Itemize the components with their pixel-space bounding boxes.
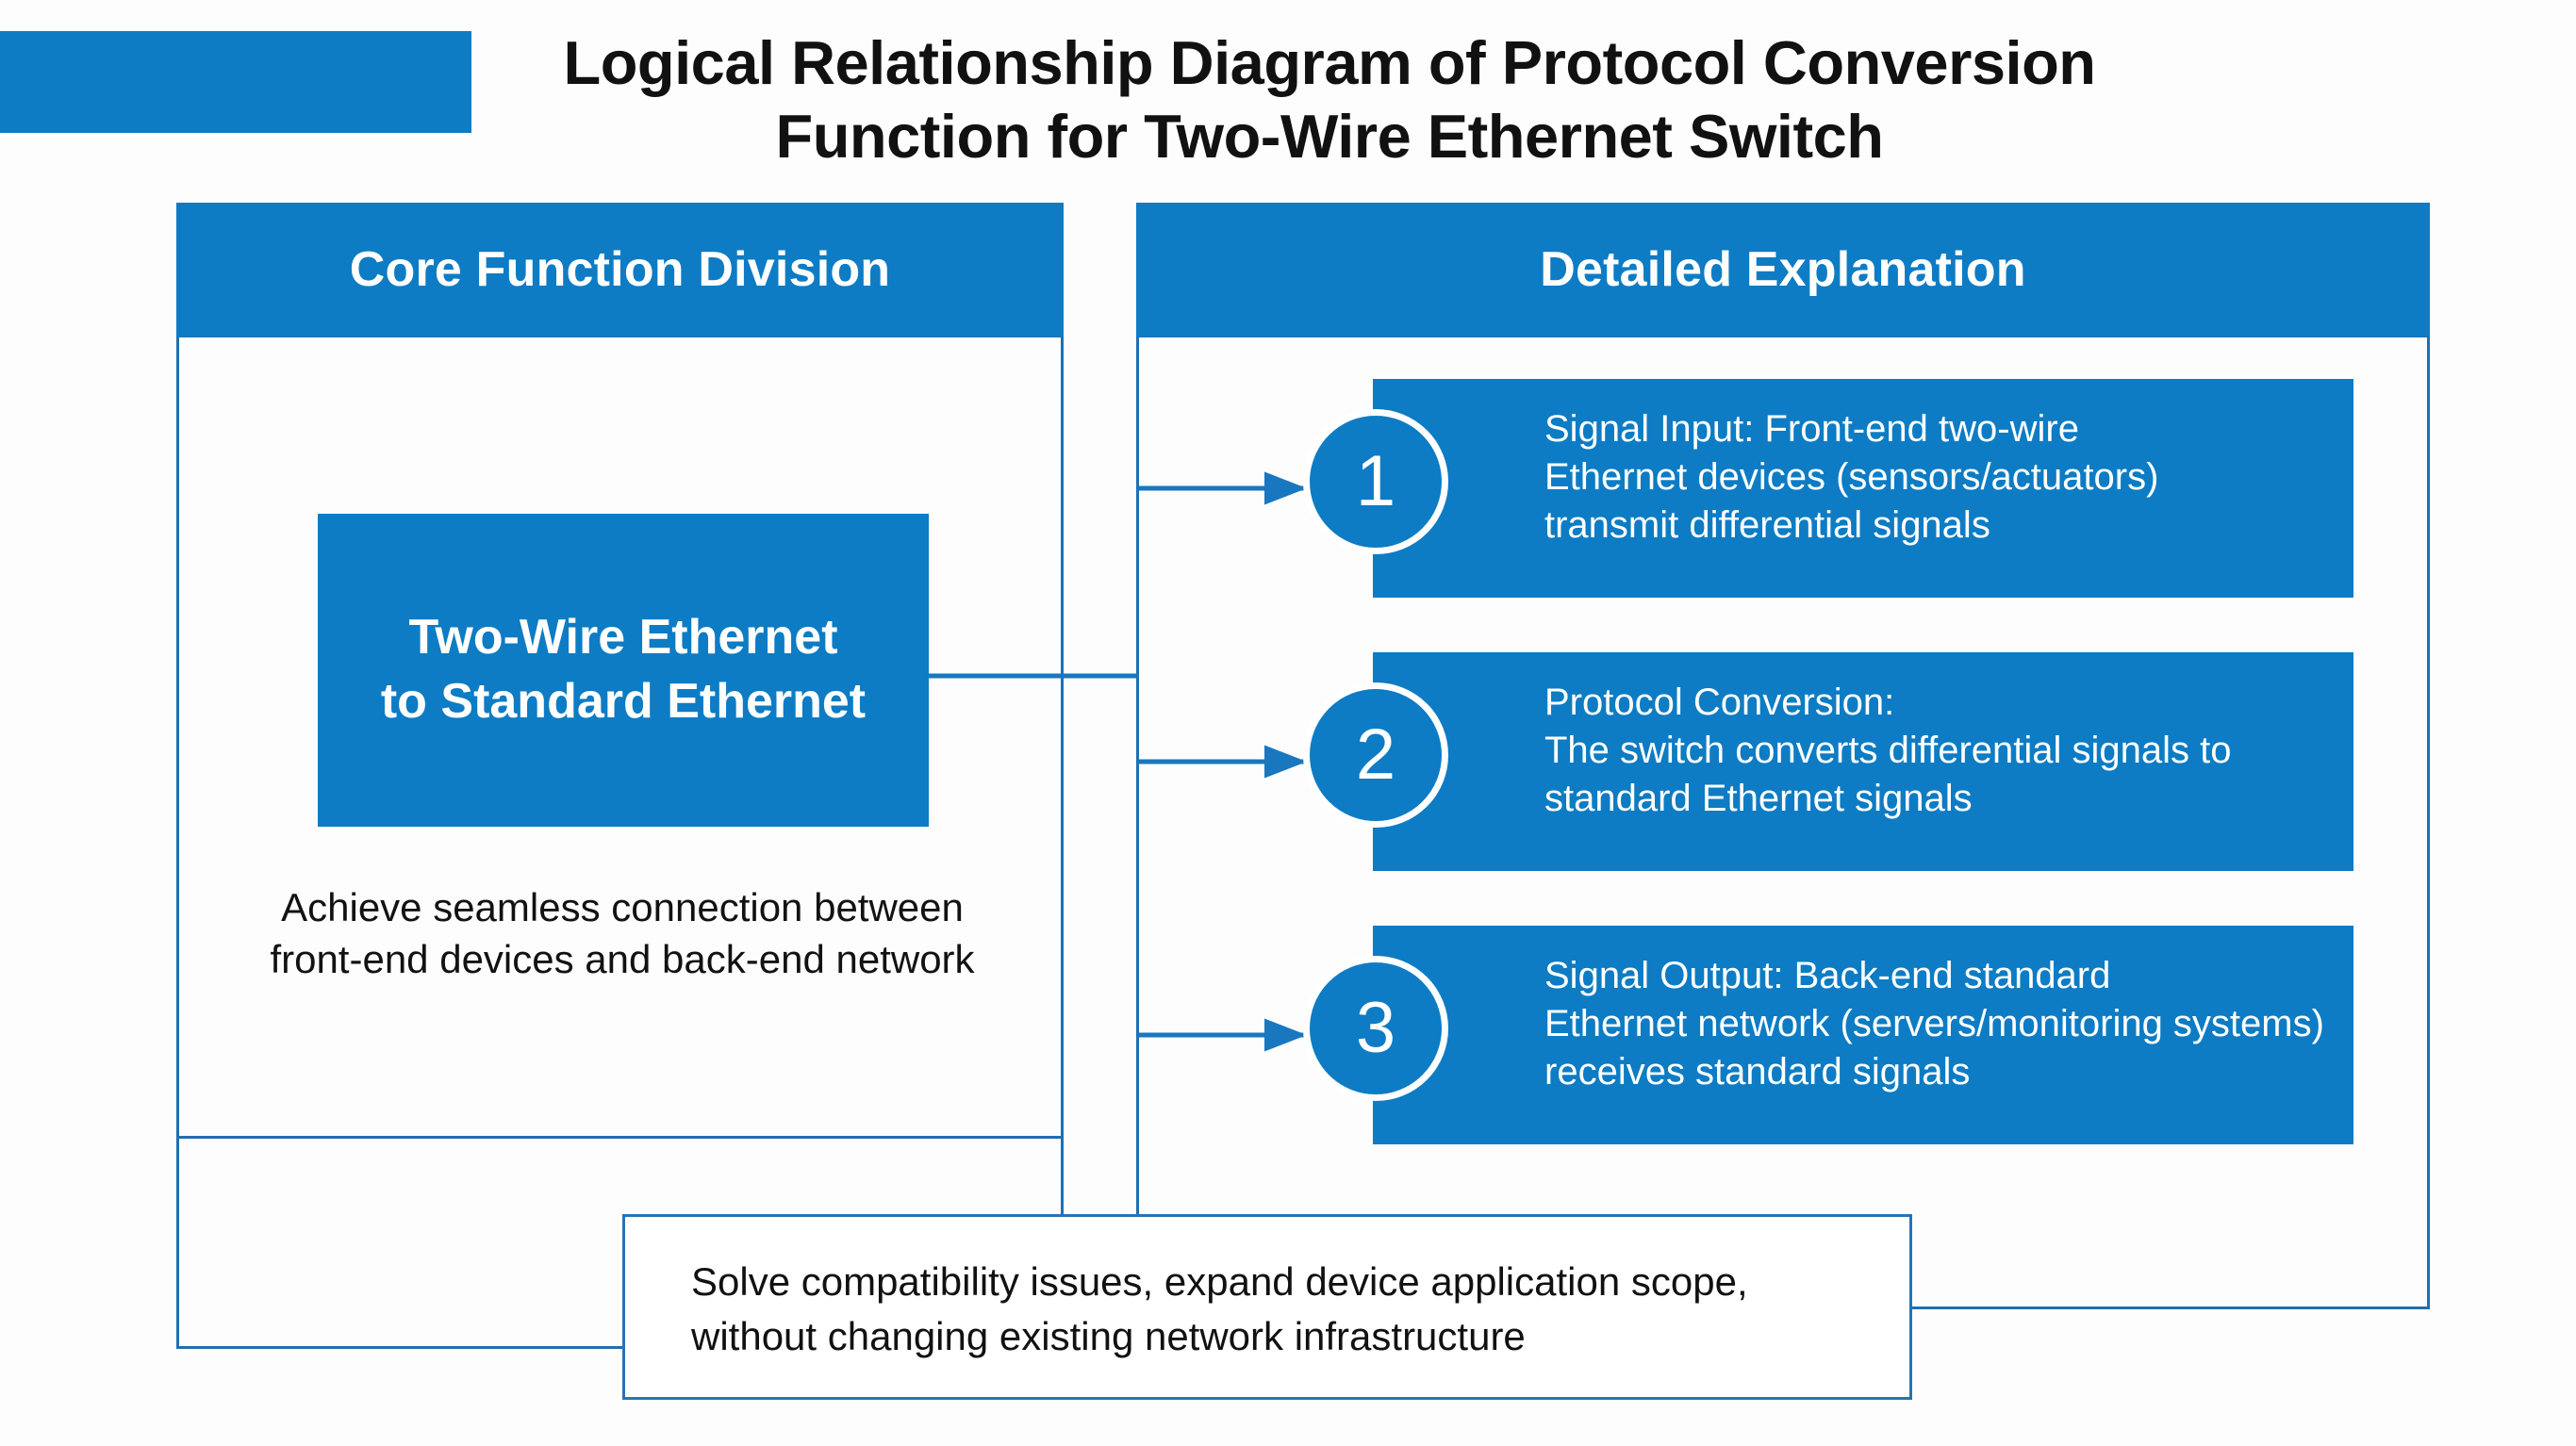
core-function-caption: Achieve seamless connection between fron…	[189, 881, 1056, 986]
summary-callout-line-1: Solve compatibility issues, expand devic…	[691, 1259, 1748, 1304]
core-function-card-line-1: Two-Wire Ethernet	[408, 610, 838, 665]
right-panel-header: Detailed Explanation	[1136, 203, 2430, 337]
step-3-number-badge: 3	[1303, 956, 1448, 1101]
step-item-1: 1 Signal Input: Front-end two-wire Ether…	[1303, 379, 2353, 598]
step-2-card	[1373, 652, 2353, 871]
step-1-text-line-2: Ethernet devices (sensors/actuators)	[1544, 456, 2159, 499]
core-function-caption-line-2: front-end devices and back-end network	[270, 937, 975, 982]
step-1-text: Signal Input: Front-end two-wire Etherne…	[1544, 405, 2337, 550]
step-1-card	[1373, 379, 2353, 598]
left-panel-header-label: Core Function Division	[349, 242, 891, 297]
step-1-text-line-3: transmit differential signals	[1544, 504, 1990, 547]
step-3-card	[1373, 926, 2353, 1144]
step-1-text-line-1: Signal Input: Front-end two-wire	[1544, 408, 2079, 450]
decorative-accent-block	[0, 31, 471, 133]
step-3-text-line-1: Signal Output: Back-end standard	[1544, 955, 2111, 996]
page-title: Logical Relationship Diagram of Protocol…	[528, 26, 2131, 173]
step-2-number-badge: 2	[1303, 682, 1448, 828]
step-2-text-line-1: Protocol Conversion:	[1544, 682, 1895, 723]
step-3-number: 3	[1355, 988, 1396, 1068]
step-1-number: 1	[1355, 441, 1396, 521]
summary-callout-box: Solve compatibility issues, expand devic…	[622, 1214, 1912, 1400]
summary-callout-line-2: without changing existing network infras…	[691, 1313, 1526, 1358]
right-panel-header-label: Detailed Explanation	[1540, 242, 2026, 297]
step-3-text-line-2: Ethernet network (servers/monitoring sys…	[1544, 1003, 2324, 1045]
core-function-card-line-2: to Standard Ethernet	[380, 674, 867, 729]
page-title-line-2: Function for Two-Wire Ethernet Switch	[775, 102, 1884, 171]
step-3-text: Signal Output: Back-end standard Etherne…	[1544, 952, 2337, 1097]
step-1-number-badge: 1	[1303, 409, 1448, 554]
step-item-2: 2 Protocol Conversion: The switch conver…	[1303, 652, 2353, 871]
step-3-text-line-3: receives standard signals	[1544, 1051, 1971, 1093]
left-panel-header: Core Function Division	[176, 203, 1064, 337]
step-2-text-line-2: The switch converts differential signals…	[1544, 730, 2232, 772]
summary-callout-text: Solve compatibility issues, expand devic…	[691, 1255, 1870, 1364]
page-title-line-1: Logical Relationship Diagram of Protocol…	[563, 28, 2097, 97]
step-2-number: 2	[1355, 715, 1396, 795]
step-2-text: Protocol Conversion: The switch converts…	[1544, 679, 2337, 824]
step-2-text-line-3: standard Ethernet signals	[1544, 778, 1973, 820]
core-function-caption-line-1: Achieve seamless connection between	[281, 885, 964, 929]
step-item-3: 3 Signal Output: Back-end standard Ether…	[1303, 926, 2353, 1144]
core-function-card: Two-Wire Ethernet to Standard Ethernet	[318, 514, 929, 827]
